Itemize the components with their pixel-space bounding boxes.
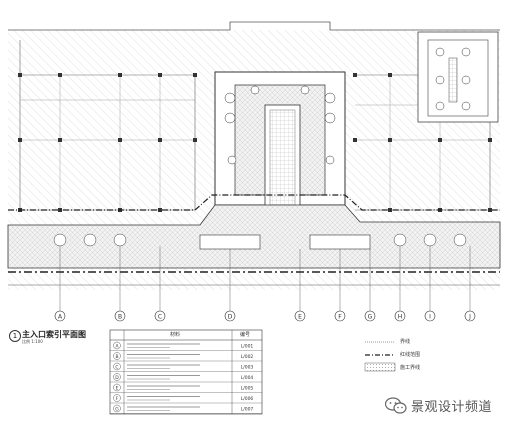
callout-label: G: [368, 314, 373, 321]
wechat-icon: [384, 396, 407, 415]
table-row-code: L/002: [241, 354, 254, 360]
callout-label: B: [118, 314, 122, 321]
table-row-mark: G: [115, 406, 119, 412]
table-row-mark-circle: [113, 362, 121, 371]
table-row-mark: C: [115, 364, 118, 370]
title-number-circle: 1: [9, 330, 21, 342]
table-row-mark-circle: [113, 383, 121, 392]
callout-marker: H: [394, 310, 406, 322]
callout-label: E: [298, 314, 302, 321]
table-header-label: 材料: [170, 332, 181, 338]
callout-markers: A B C D E F G H I J: [54, 310, 476, 322]
table-row-code: L/005: [241, 385, 254, 391]
table-row-mark: F: [116, 396, 119, 402]
callout-circle: [224, 310, 236, 322]
legend-label-boundary: 界线: [400, 339, 411, 345]
callout-label: F: [338, 314, 342, 321]
callout-label: D: [228, 314, 233, 321]
table-row-mark-circle: [113, 404, 121, 413]
legend: [364, 341, 396, 372]
callout-marker: A: [54, 310, 66, 322]
callout-label: A: [58, 314, 63, 321]
callout-label: J: [468, 314, 471, 321]
front-plaza: [7, 194, 501, 286]
callout-marker: I: [424, 310, 436, 322]
table-row-code: L/007: [241, 406, 254, 412]
courtyard-garden: [417, 31, 499, 123]
drawing-title: 主入口索引平面图: [22, 330, 86, 339]
callout-label: I: [429, 314, 431, 321]
table-row-mark: E: [116, 385, 119, 391]
table-row-mark: B: [115, 354, 118, 360]
table-header-code: 编号: [240, 332, 251, 338]
table-row-mark-circle: [113, 373, 121, 381]
callout-marker: D: [224, 310, 236, 322]
watermark-text: 景观设计频道: [411, 400, 493, 415]
callout-circle: [54, 310, 66, 322]
callout-circle: [294, 310, 306, 322]
table-row-code: L/006: [241, 396, 254, 402]
callout-circle: [334, 310, 346, 322]
watermark: 景观设计频道: [384, 396, 493, 415]
callout-marker: J: [464, 310, 476, 322]
callout-circle: [464, 310, 476, 322]
drawing-scale: 比例 1:100: [22, 339, 43, 344]
legend-label-red-line: 红线范围: [400, 352, 421, 358]
table-row-code: L/001: [241, 343, 254, 349]
callout-label: H: [398, 314, 403, 321]
table-row-code: L/003: [241, 364, 254, 370]
callout-marker: F: [334, 310, 346, 322]
table-row-mark-circle: [113, 352, 121, 360]
callout-circle: [364, 310, 376, 322]
callout-circle: [114, 310, 126, 322]
table-row-mark: D: [115, 375, 119, 381]
callout-circle: [394, 310, 406, 322]
legend-label-construction: 施工界线: [400, 365, 421, 371]
entrance-canopy: [214, 71, 346, 221]
callout-marker: C: [154, 310, 166, 322]
table-row-mark-circle: [113, 341, 121, 350]
table-row-mark-circle: [113, 394, 121, 402]
table-row-code: L/004: [241, 375, 254, 381]
callout-label: C: [158, 314, 162, 321]
callout-marker: G: [364, 310, 376, 322]
table-row-mark: A: [115, 343, 119, 349]
callout-circle: [424, 310, 436, 322]
callout-circle: [154, 310, 166, 322]
callout-marker: B: [114, 310, 126, 322]
callout-leaders: [59, 246, 471, 312]
callout-marker: E: [294, 310, 306, 322]
